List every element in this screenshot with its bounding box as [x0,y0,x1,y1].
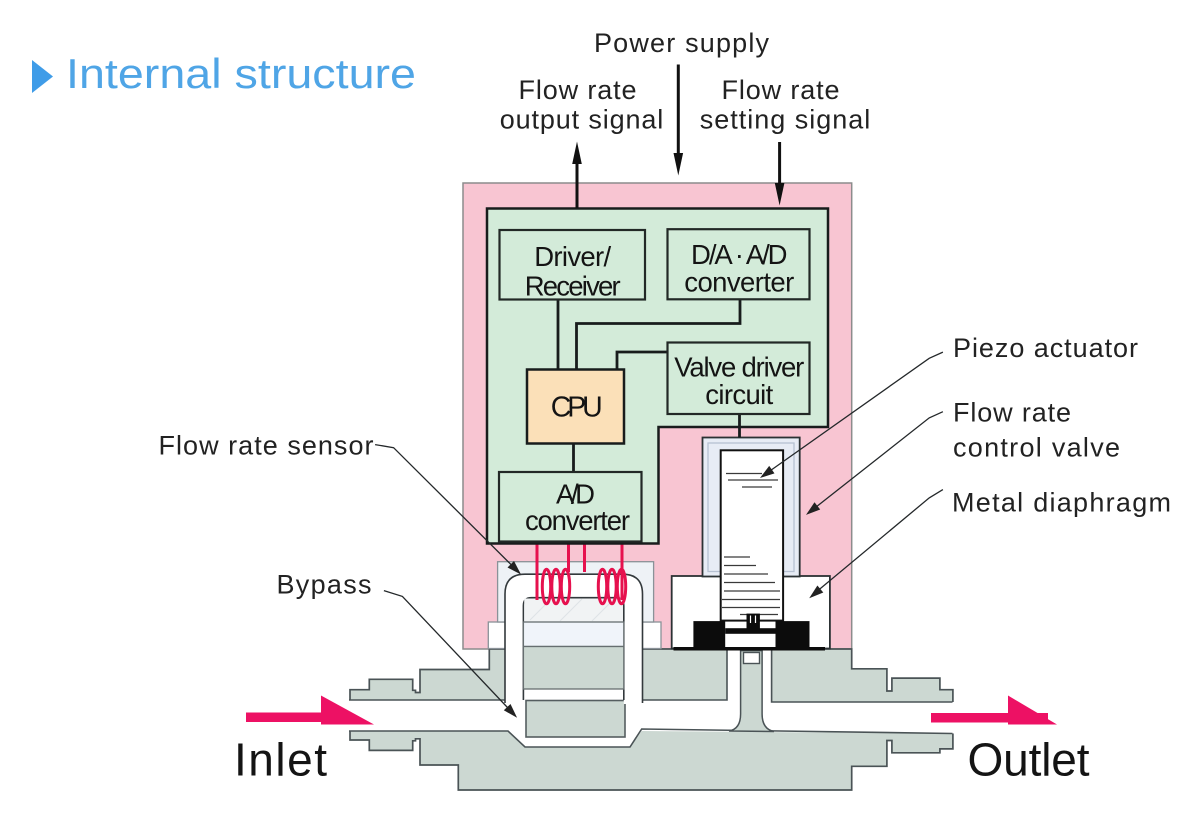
svg-text:Metal diaphragm: Metal diaphragm [952,488,1171,518]
svg-text:Receiver: Receiver [525,271,621,302]
svg-text:output signal: output signal [500,105,664,135]
svg-text:Flow rate: Flow rate [953,398,1071,428]
svg-text:Inlet: Inlet [234,734,327,786]
svg-text:Internal structure: Internal structure [66,50,416,97]
svg-text:circuit: circuit [705,379,773,410]
svg-text:converter: converter [525,505,630,536]
svg-text:Power supply: Power supply [594,28,770,58]
svg-text:setting signal: setting signal [700,105,871,135]
svg-text:Flow rate sensor: Flow rate sensor [159,431,374,461]
svg-text:Driver/: Driver/ [534,241,611,272]
svg-text:A/D: A/D [556,478,595,509]
svg-text:Outlet: Outlet [968,734,1090,786]
svg-text:Piezo actuator: Piezo actuator [953,333,1138,363]
svg-text:CPU: CPU [551,392,603,424]
svg-text:control valve: control valve [953,433,1120,463]
svg-text:Flow rate: Flow rate [519,75,637,105]
svg-text:Flow rate: Flow rate [722,75,840,105]
svg-text:D/A · A/D: D/A · A/D [691,239,788,270]
svg-text:Bypass: Bypass [277,570,372,600]
svg-text:Valve driver: Valve driver [674,352,804,383]
svg-text:converter: converter [684,267,794,298]
